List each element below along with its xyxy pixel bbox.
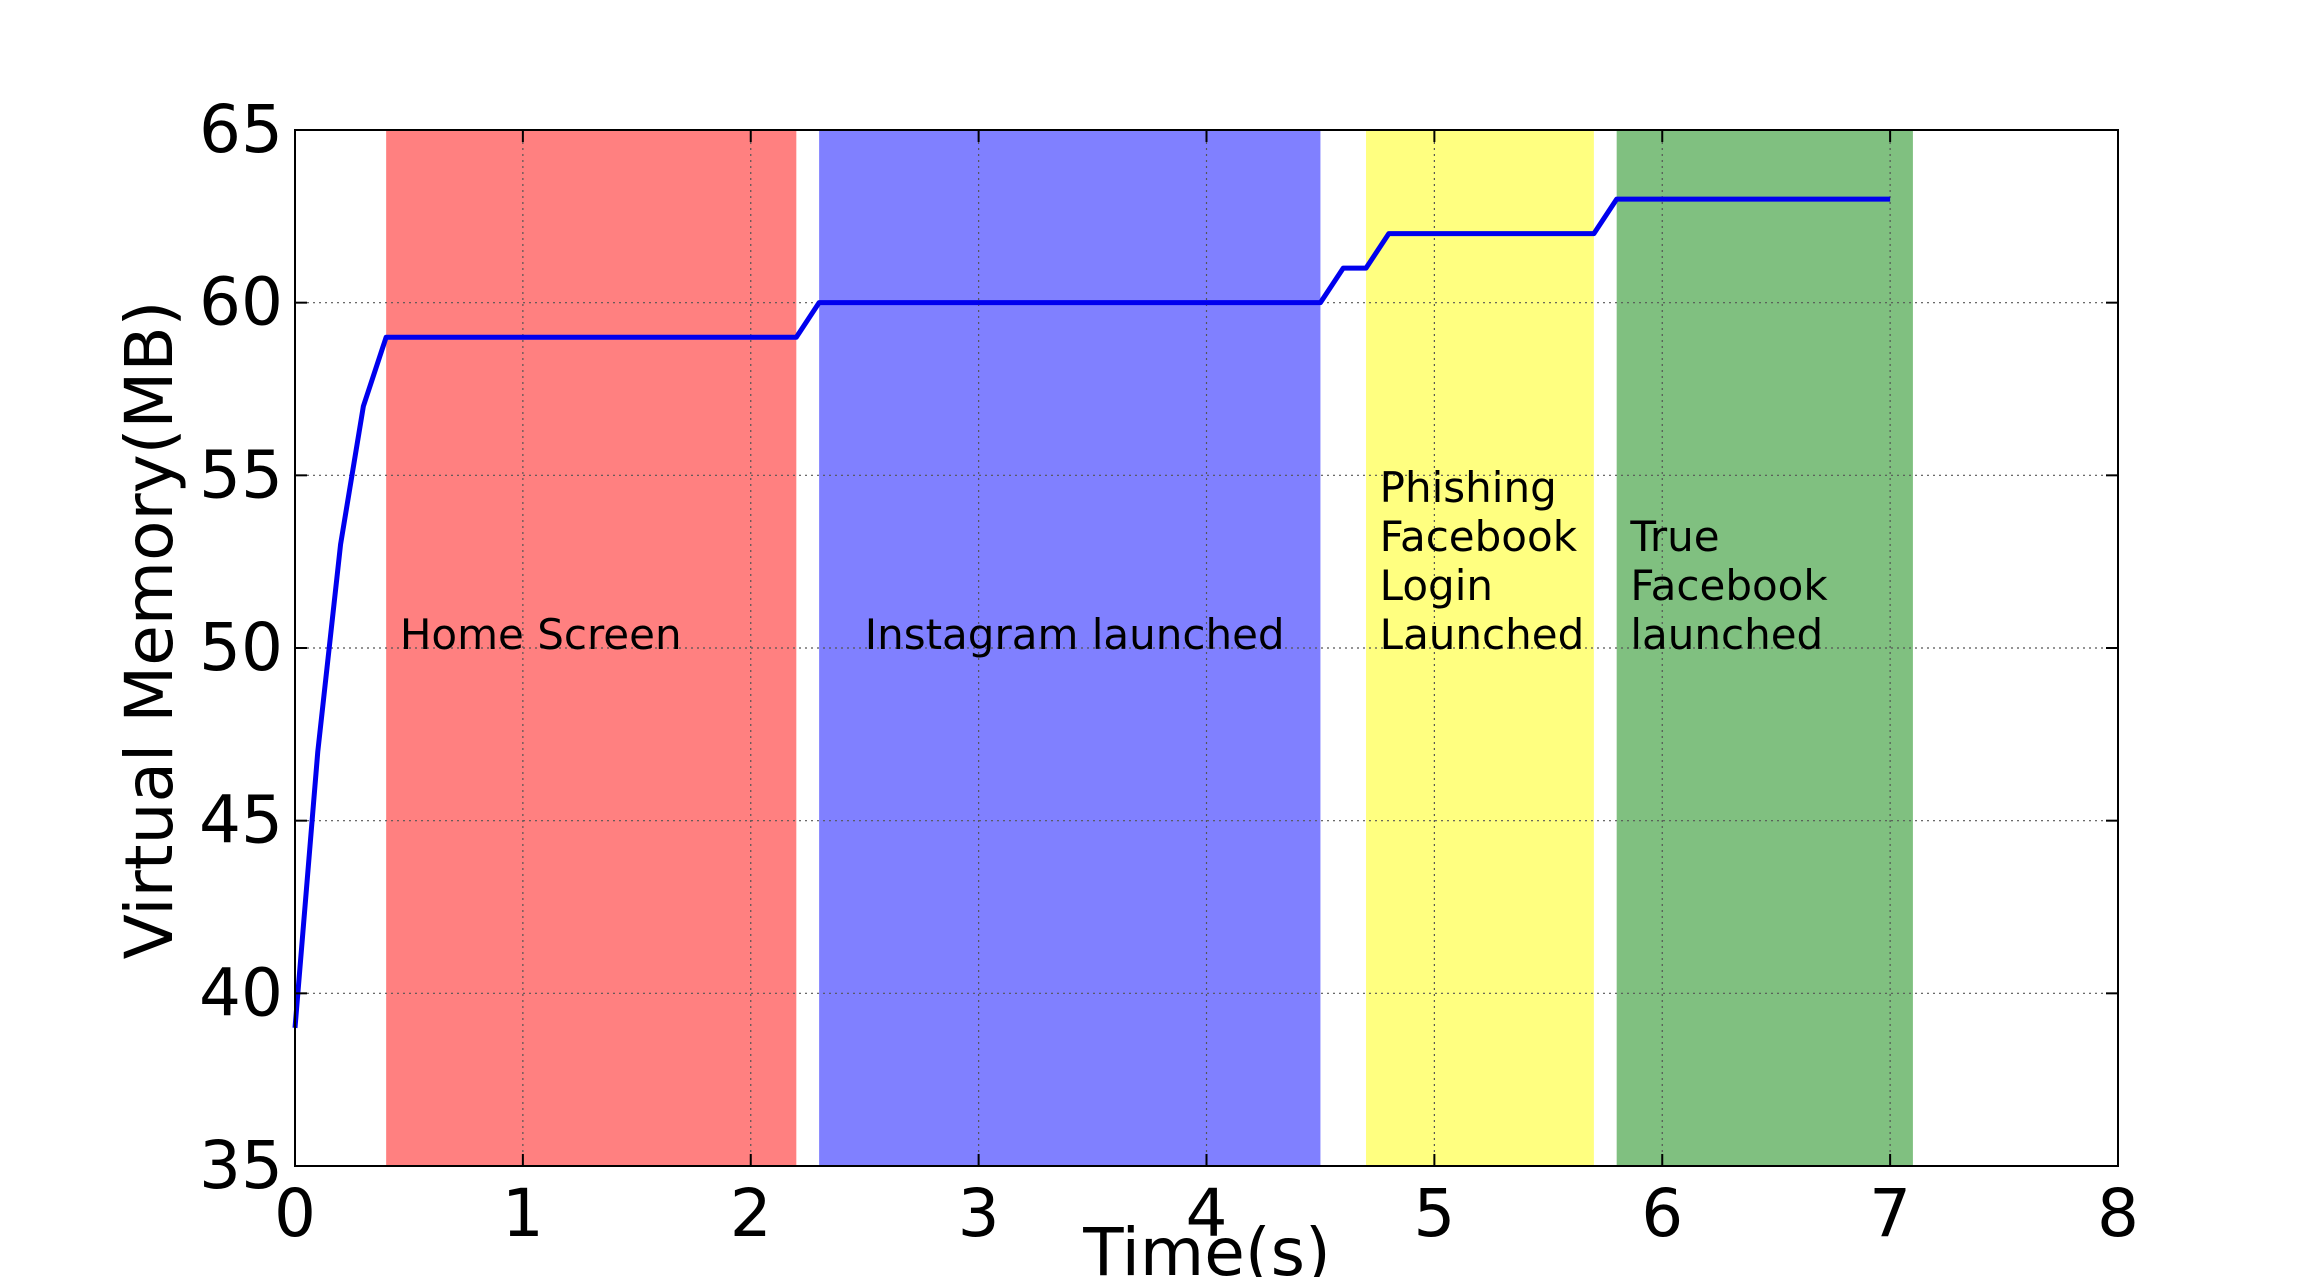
x-axis-label: Time(s) — [1082, 1214, 1330, 1277]
y-tick-label-2: 45 — [199, 782, 283, 859]
y-axis-label: Virtual Memory(MB) — [111, 301, 188, 960]
band-3 — [1616, 130, 1913, 1166]
x-tick-label-5: 5 — [1413, 1175, 1455, 1252]
y-tick-label-4: 55 — [199, 436, 283, 513]
y-tick-label-0: 35 — [199, 1127, 283, 1204]
band-label-0-0: Home Screen — [400, 610, 682, 659]
band-label-2-1: Facebook — [1380, 512, 1578, 561]
x-tick-label-0: 0 — [274, 1175, 316, 1252]
x-tick-label-8: 8 — [2097, 1175, 2139, 1252]
band-label-3-2: launched — [1630, 610, 1823, 659]
band-label-2-2: Login — [1380, 561, 1493, 610]
y-tick-label-1: 40 — [199, 954, 283, 1031]
x-tick-label-6: 6 — [1641, 1175, 1683, 1252]
band-label-1-0: Instagram launched — [865, 610, 1285, 659]
band-label-2-3: Launched — [1380, 610, 1585, 659]
x-tick-label-2: 2 — [730, 1175, 772, 1252]
x-tick-label-1: 1 — [502, 1175, 544, 1252]
band-label-3-1: Facebook — [1630, 561, 1828, 610]
series-line-0 — [292, 196, 1891, 1029]
x-tick-label-7: 7 — [1869, 1175, 1911, 1252]
x-tick-label-4: 4 — [1186, 1175, 1228, 1252]
y-tick-label-5: 60 — [199, 264, 283, 341]
x-tick-label-3: 3 — [958, 1175, 1000, 1252]
band-label-2-0: Phishing — [1380, 463, 1557, 512]
y-tick-label-3: 50 — [199, 609, 283, 686]
series-layer — [292, 196, 1891, 1029]
y-tick-label-6: 65 — [199, 91, 283, 168]
band-label-3-0: True — [1629, 512, 1719, 561]
